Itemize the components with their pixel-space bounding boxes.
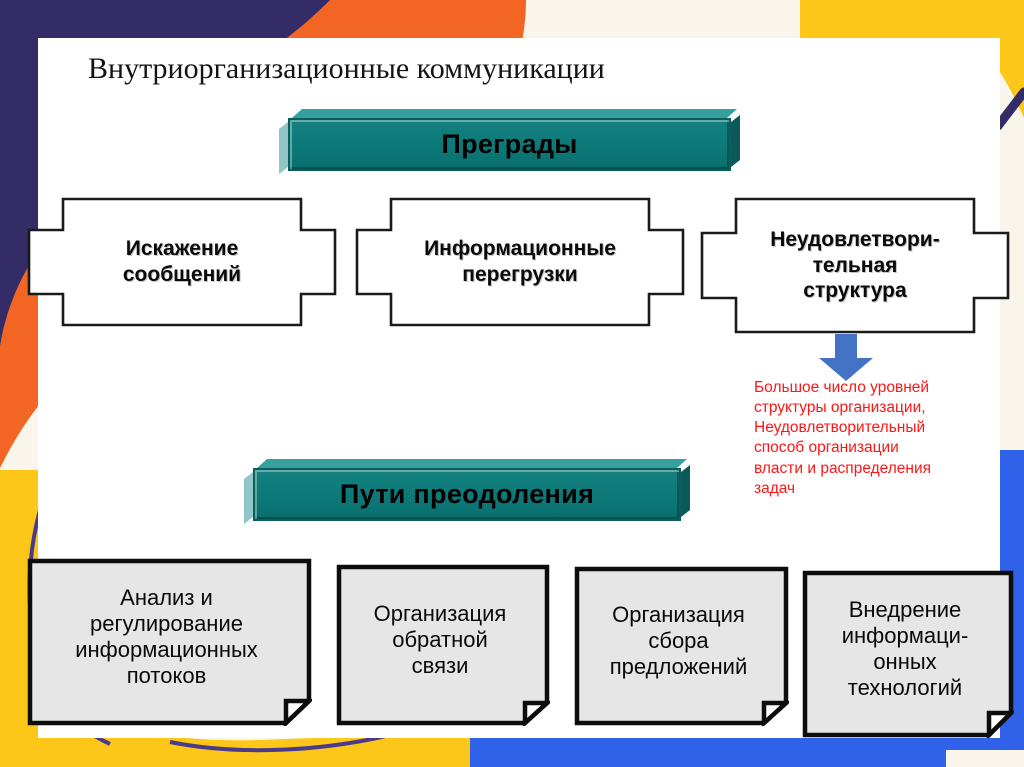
- banner-bevel-right: [681, 464, 690, 517]
- banner-barriers: Преграды: [279, 109, 740, 175]
- plaque-overload: Информационные перегрузки: [355, 197, 685, 327]
- banner-solutions-label: Пути преодоления: [339, 479, 595, 509]
- banner-bevel-top: [257, 459, 687, 468]
- banner-barriers-label: Преграды: [441, 129, 578, 159]
- banner-bevel-right: [731, 114, 740, 167]
- annotation-text: Большое число уровней структуры организа…: [754, 379, 932, 497]
- plaque-distortion: Искажение сообщений: [27, 197, 337, 327]
- page-title: Внутриорганизационные коммуникации: [88, 52, 605, 85]
- note-card-proposals: Организация сбора предложений: [574, 566, 789, 726]
- banner-solutions: Пути преодоления: [244, 459, 690, 525]
- note-card-it: Внедрение информаци- онных технологий: [802, 570, 1014, 738]
- note-card-feedback: Организация обратной связи: [336, 564, 550, 726]
- note-card-flows: Анализ и регулирование информационных по…: [27, 558, 312, 726]
- banner-bevel-top: [292, 109, 737, 118]
- banner-face: Преграды: [288, 118, 731, 171]
- banner-bevel-left: [279, 122, 288, 175]
- down-arrow-icon: [818, 334, 874, 382]
- banner-face: Пути преодоления: [253, 468, 681, 521]
- banner-bevel-left: [244, 472, 253, 525]
- plaque-structure: Неудовлетвори- тельная структура: [700, 197, 1010, 334]
